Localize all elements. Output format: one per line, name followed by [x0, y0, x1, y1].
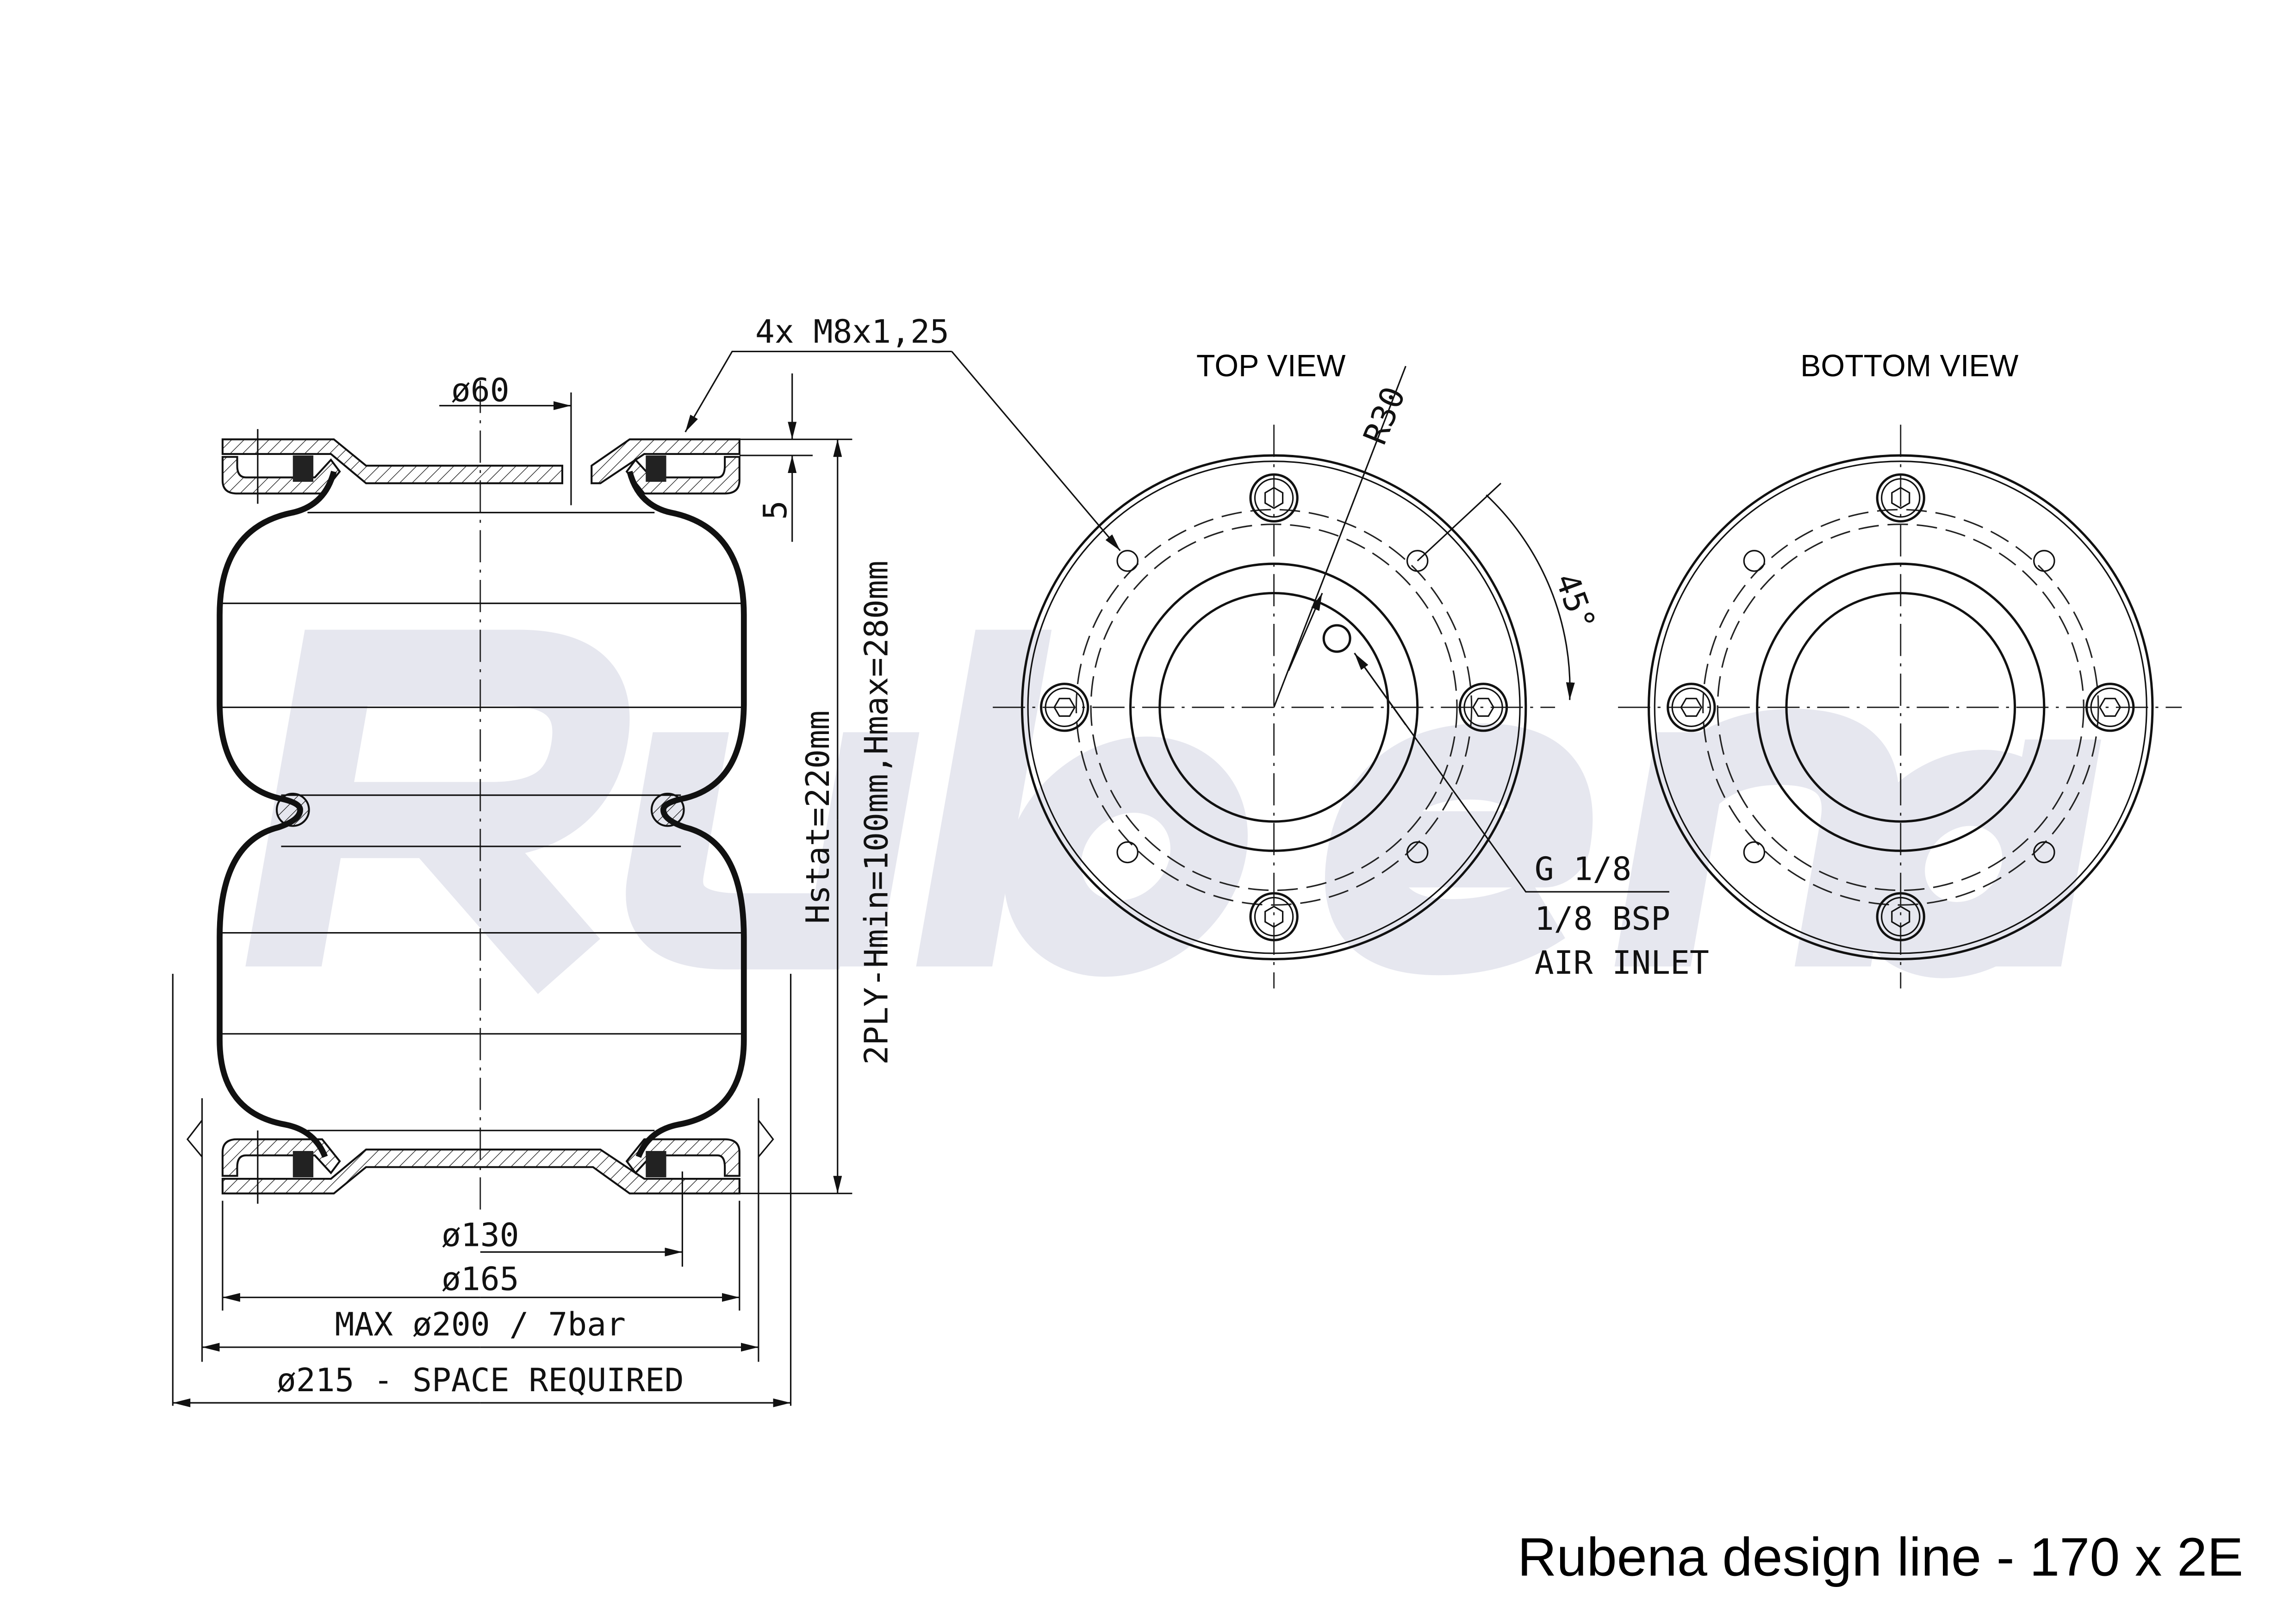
top-plate: [221, 438, 563, 485]
dim-d165: ø165: [442, 1261, 519, 1298]
bolt: [1040, 473, 1508, 941]
bead-right: [646, 455, 666, 482]
dim-hstat: Hstat=220mm: [799, 710, 837, 924]
dim-d60: ø60: [451, 372, 510, 409]
top-view: R30 45° G 1/8 1/8 BSP AIR INLET: [993, 366, 1709, 989]
side-dimensions: ø60 4x M8x1,25 5 Hstat=220mm 2PLY-Hmin=1…: [173, 313, 1121, 1407]
top-view-label: TOP VIEW: [1196, 349, 1346, 383]
label-bsp: 1/8 BSP: [1535, 900, 1670, 938]
bottom-view-label: BOTTOM VIEW: [1800, 349, 2019, 383]
threaded-holes: [1116, 550, 1429, 864]
label-air-inlet: AIR INLET: [1535, 944, 1709, 982]
side-view: [172, 380, 792, 1406]
girdle-ring-right: [650, 792, 685, 827]
drawing-title: Rubena design line - 170 x 2E: [1518, 1526, 2243, 1587]
dim-max200: MAX ø200 / 7bar: [335, 1306, 626, 1344]
bottom-plate: [221, 1148, 740, 1195]
air-inlet-hole: [1322, 624, 1351, 653]
dim-d130: ø130: [442, 1217, 519, 1254]
girdle-ring-left: [275, 792, 310, 827]
bolt-circle: [1075, 509, 1473, 906]
bead-left: [292, 455, 314, 482]
dim-heights: 2PLY-Hmin=100mm,Hmax=280mm: [858, 560, 895, 1064]
dim-five: 5: [757, 500, 794, 520]
dim-angle: 45°: [1548, 568, 1603, 636]
watermark-logo: [245, 629, 2102, 994]
dim-r30: R30: [1356, 382, 1413, 450]
dim-thread: 4x M8x1,25: [755, 313, 949, 350]
bottom-view: [1618, 424, 2182, 989]
dim-d215: ø215 - SPACE REQUIRED: [277, 1362, 684, 1399]
label-g18: G 1/8: [1535, 851, 1632, 888]
